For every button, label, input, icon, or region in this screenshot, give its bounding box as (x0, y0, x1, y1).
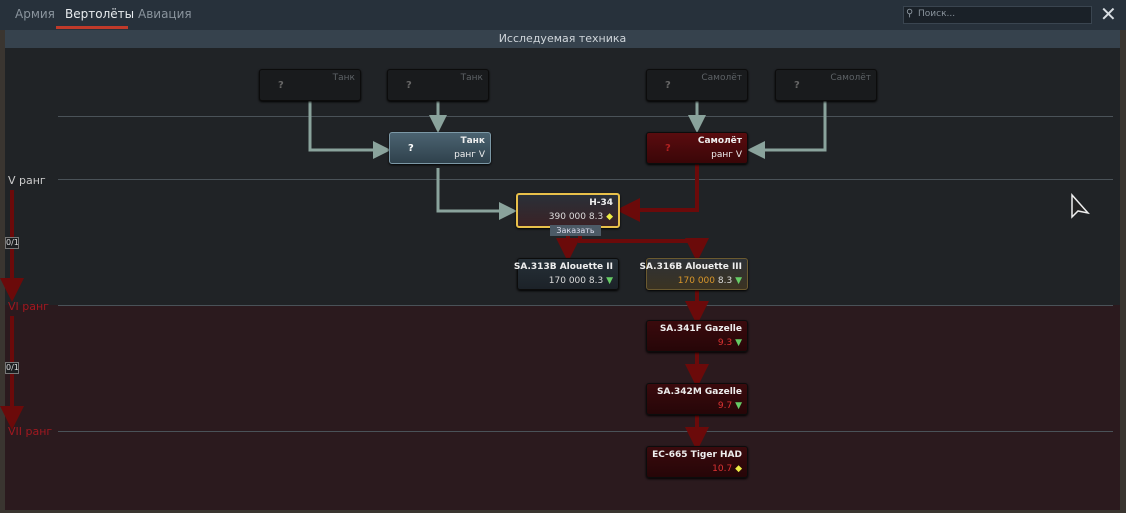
close-button[interactable]: ✕ (1100, 2, 1117, 26)
rank-icon: ▼ (735, 401, 742, 411)
prereq-plane-locked[interactable]: ?Самолёт (646, 69, 748, 101)
unknown-icon: ? (406, 80, 412, 91)
vehicle-alouette-ii[interactable]: SA.313B Alouette II 170 000 8.3 ▼ (514, 258, 619, 290)
order-button[interactable]: Заказать (550, 225, 601, 236)
prereq-plane-locked[interactable]: ?Самолёт (775, 69, 877, 101)
vehicle-gazelle-m[interactable]: SA.342M Gazelle 9.7 ▼ (646, 383, 748, 415)
rank-icon: ▼ (735, 338, 742, 348)
vehicle-alouette-iii[interactable]: SA.316B Alouette III 170 000 8.3 ▼ (640, 258, 748, 290)
rank-icon: ◆ (735, 464, 742, 474)
rank-icon: ▼ (606, 276, 613, 286)
locked-ranks-zone (5, 305, 1120, 510)
divider (58, 305, 1113, 306)
vehicle-tiger-had[interactable]: EC-665 Tiger HAD 10.7 ◆ (646, 446, 748, 478)
unknown-icon: ? (665, 143, 671, 154)
mouse-cursor-icon (1071, 193, 1090, 219)
rank-progress-badge: 0/1 (5, 237, 19, 249)
tab-army[interactable]: Армия (15, 7, 55, 21)
prereq-tank-locked[interactable]: ?Танк (259, 69, 361, 101)
vehicle-gazelle-f[interactable]: SA.341F Gazelle 9.3 ▼ (646, 320, 748, 352)
cost: 390 000 (548, 212, 586, 222)
divider (58, 431, 1113, 432)
rank-label-v: V ранг (8, 174, 46, 187)
rank-label-vi: VI ранг (8, 300, 49, 313)
unknown-icon: ? (408, 143, 414, 154)
battle-rating: 8.3 (588, 212, 604, 222)
tab-aviation[interactable]: Авиация (138, 7, 192, 21)
rank-progress-badge: 0/1 (5, 362, 19, 374)
unknown-icon: ? (278, 80, 284, 91)
search-input[interactable]: Поиск... (903, 6, 1092, 24)
divider (58, 179, 1113, 180)
rank-icon: ▼ (735, 276, 742, 286)
vehicle-h-34[interactable]: H-34 390 000 8.3 ◆ (516, 193, 620, 228)
active-tab-indicator (56, 26, 128, 29)
search-icon: ⚲ (906, 8, 914, 19)
unknown-icon: ? (794, 80, 800, 91)
divider (58, 116, 1113, 117)
prereq-tank-locked[interactable]: ?Танк (387, 69, 489, 101)
section-title: Исследуемая техника (5, 30, 1120, 48)
rank-icon: ◆ (606, 212, 613, 222)
unknown-icon: ? (665, 80, 671, 91)
tab-helicopters[interactable]: Вертолёты (65, 7, 135, 21)
